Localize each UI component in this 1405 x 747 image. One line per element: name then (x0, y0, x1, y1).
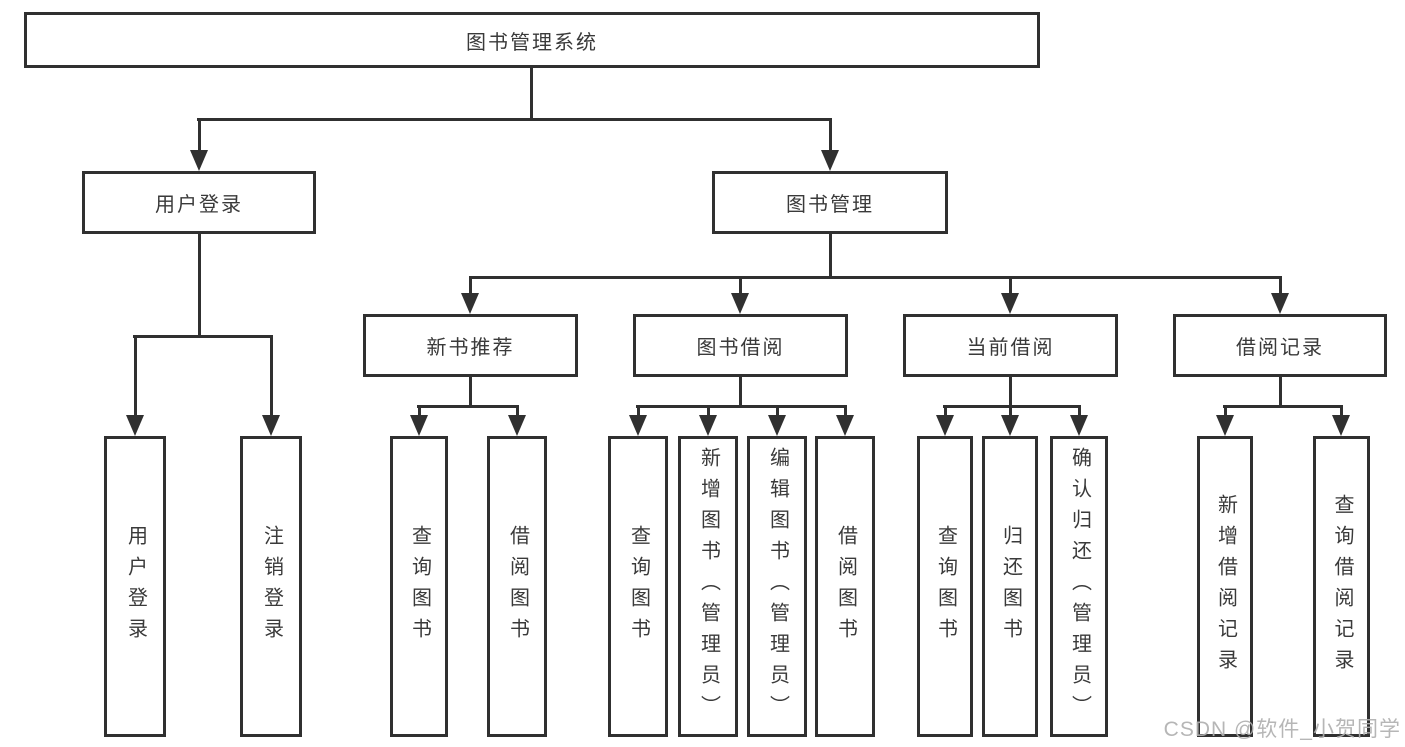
connector-line-vertical (1077, 405, 1081, 418)
arrowhead-down-icon (508, 415, 526, 436)
arrowhead-down-icon (1216, 415, 1234, 436)
connector-line-vertical (197, 234, 201, 337)
arrowhead-down-icon (1271, 293, 1289, 314)
node-leaf-user-login: 用户登录 (104, 436, 166, 737)
node-leaf-current-confirm-return-admin-label: 确认归还（管理员） (1068, 447, 1091, 726)
connector-line-vertical (515, 405, 519, 418)
connector-line-vertical (1008, 405, 1012, 418)
node-new-book-recommendation-label: 新书推荐 (426, 337, 515, 359)
node-leaf-borrow-edit-books-admin: 编辑图书（管理员） (747, 436, 807, 737)
connector-line-vertical (636, 405, 640, 418)
connector-line-vertical (706, 405, 710, 418)
node-leaf-recommend-query-books: 查询图书 (390, 436, 448, 737)
connector-line-horizontal (943, 405, 1081, 408)
node-leaf-user-login-label: 用户登录 (124, 524, 147, 649)
connector-line-horizontal (197, 118, 832, 121)
connector-line-vertical (1278, 276, 1282, 296)
connector-line-vertical (468, 377, 472, 407)
arrowhead-down-icon (629, 415, 647, 436)
arrowhead-down-icon (1001, 415, 1019, 436)
connector-line-vertical (269, 335, 273, 418)
node-leaf-logout-label: 注销登录 (260, 524, 283, 649)
arrowhead-down-icon (836, 415, 854, 436)
connector-line-horizontal (1223, 405, 1343, 408)
connector-line-vertical (738, 377, 742, 407)
connector-line-horizontal (133, 335, 273, 338)
node-leaf-current-query-books-label: 查询图书 (934, 524, 957, 649)
connector-line-vertical (943, 405, 947, 418)
connector-line-horizontal (417, 405, 519, 408)
connector-line-vertical (843, 405, 847, 418)
node-leaf-borrow-query-books-label: 查询图书 (627, 524, 650, 649)
arrowhead-down-icon (699, 415, 717, 436)
arrowhead-down-icon (410, 415, 428, 436)
node-borrowing-records-label: 借阅记录 (1236, 337, 1324, 359)
arrowhead-down-icon (936, 415, 954, 436)
arrowhead-down-icon (126, 415, 144, 436)
connector-line-vertical (828, 118, 832, 154)
node-leaf-records-query-record-label: 查询借阅记录 (1331, 493, 1353, 680)
connector-line-vertical (1008, 377, 1012, 407)
arrowhead-down-icon (821, 150, 839, 171)
node-leaf-recommend-borrow-books-label: 借阅图书 (506, 524, 529, 649)
arrowhead-down-icon (461, 293, 479, 314)
arrowhead-down-icon (1001, 293, 1019, 314)
connector-line-vertical (1339, 405, 1343, 418)
node-leaf-recommend-borrow-books: 借阅图书 (487, 436, 547, 737)
node-book-borrowing: 图书借阅 (633, 314, 848, 377)
node-leaf-recommend-query-books-label: 查询图书 (408, 524, 431, 649)
node-current-borrowing-label: 当前借阅 (966, 337, 1055, 359)
connector-line-vertical (417, 405, 421, 418)
node-root: 图书管理系统 (24, 12, 1040, 68)
arrowhead-down-icon (190, 150, 208, 171)
node-user-login-label: 用户登录 (155, 194, 243, 216)
connector-line-vertical (828, 234, 832, 278)
node-leaf-borrow-add-books-admin: 新增图书（管理员） (678, 436, 738, 737)
node-root-label: 图书管理系统 (466, 31, 598, 54)
node-leaf-records-add-record-label: 新增借阅记录 (1214, 493, 1237, 680)
connector-line-vertical (738, 276, 742, 296)
arrowhead-down-icon (262, 415, 280, 436)
connector-line-vertical (468, 276, 472, 296)
node-book-borrowing-label: 图书借阅 (696, 337, 785, 359)
connector-line-vertical (133, 335, 137, 418)
node-user-login: 用户登录 (82, 171, 316, 234)
node-leaf-borrow-query-books: 查询图书 (608, 436, 668, 737)
node-leaf-logout: 注销登录 (240, 436, 302, 737)
arrowhead-down-icon (1070, 415, 1088, 436)
node-leaf-records-add-record: 新增借阅记录 (1197, 436, 1253, 737)
connector-line-vertical (1223, 405, 1227, 418)
node-leaf-borrow-borrow-books-label: 借阅图书 (834, 524, 857, 649)
connector-line-horizontal (469, 276, 1282, 279)
connector-line-vertical (529, 68, 533, 120)
arrowhead-down-icon (768, 415, 786, 436)
node-current-borrowing: 当前借阅 (903, 314, 1118, 377)
node-book-management-label: 图书管理 (786, 194, 874, 216)
arrowhead-down-icon (1332, 415, 1350, 436)
node-new-book-recommendation: 新书推荐 (363, 314, 578, 377)
node-leaf-current-return-books-label: 归还图书 (999, 524, 1022, 649)
connector-line-vertical (1278, 377, 1282, 407)
node-leaf-current-confirm-return-admin: 确认归还（管理员） (1050, 436, 1108, 737)
connector-line-horizontal (636, 405, 847, 408)
node-leaf-current-query-books: 查询图书 (917, 436, 973, 737)
connector-line-vertical (1008, 276, 1012, 296)
node-leaf-borrow-add-books-admin-label: 新增图书（管理员） (697, 447, 720, 726)
csdn-watermark: CSDN @软件_小贺同学 (1163, 718, 1401, 741)
node-leaf-records-query-record: 查询借阅记录 (1313, 436, 1370, 737)
arrowhead-down-icon (731, 293, 749, 314)
node-book-management: 图书管理 (712, 171, 948, 234)
node-borrowing-records: 借阅记录 (1173, 314, 1387, 377)
connector-line-vertical (197, 118, 201, 154)
node-leaf-borrow-borrow-books: 借阅图书 (815, 436, 875, 737)
node-leaf-borrow-edit-books-admin-label: 编辑图书（管理员） (766, 447, 789, 726)
connector-line-vertical (775, 405, 779, 418)
node-leaf-current-return-books: 归还图书 (982, 436, 1038, 737)
